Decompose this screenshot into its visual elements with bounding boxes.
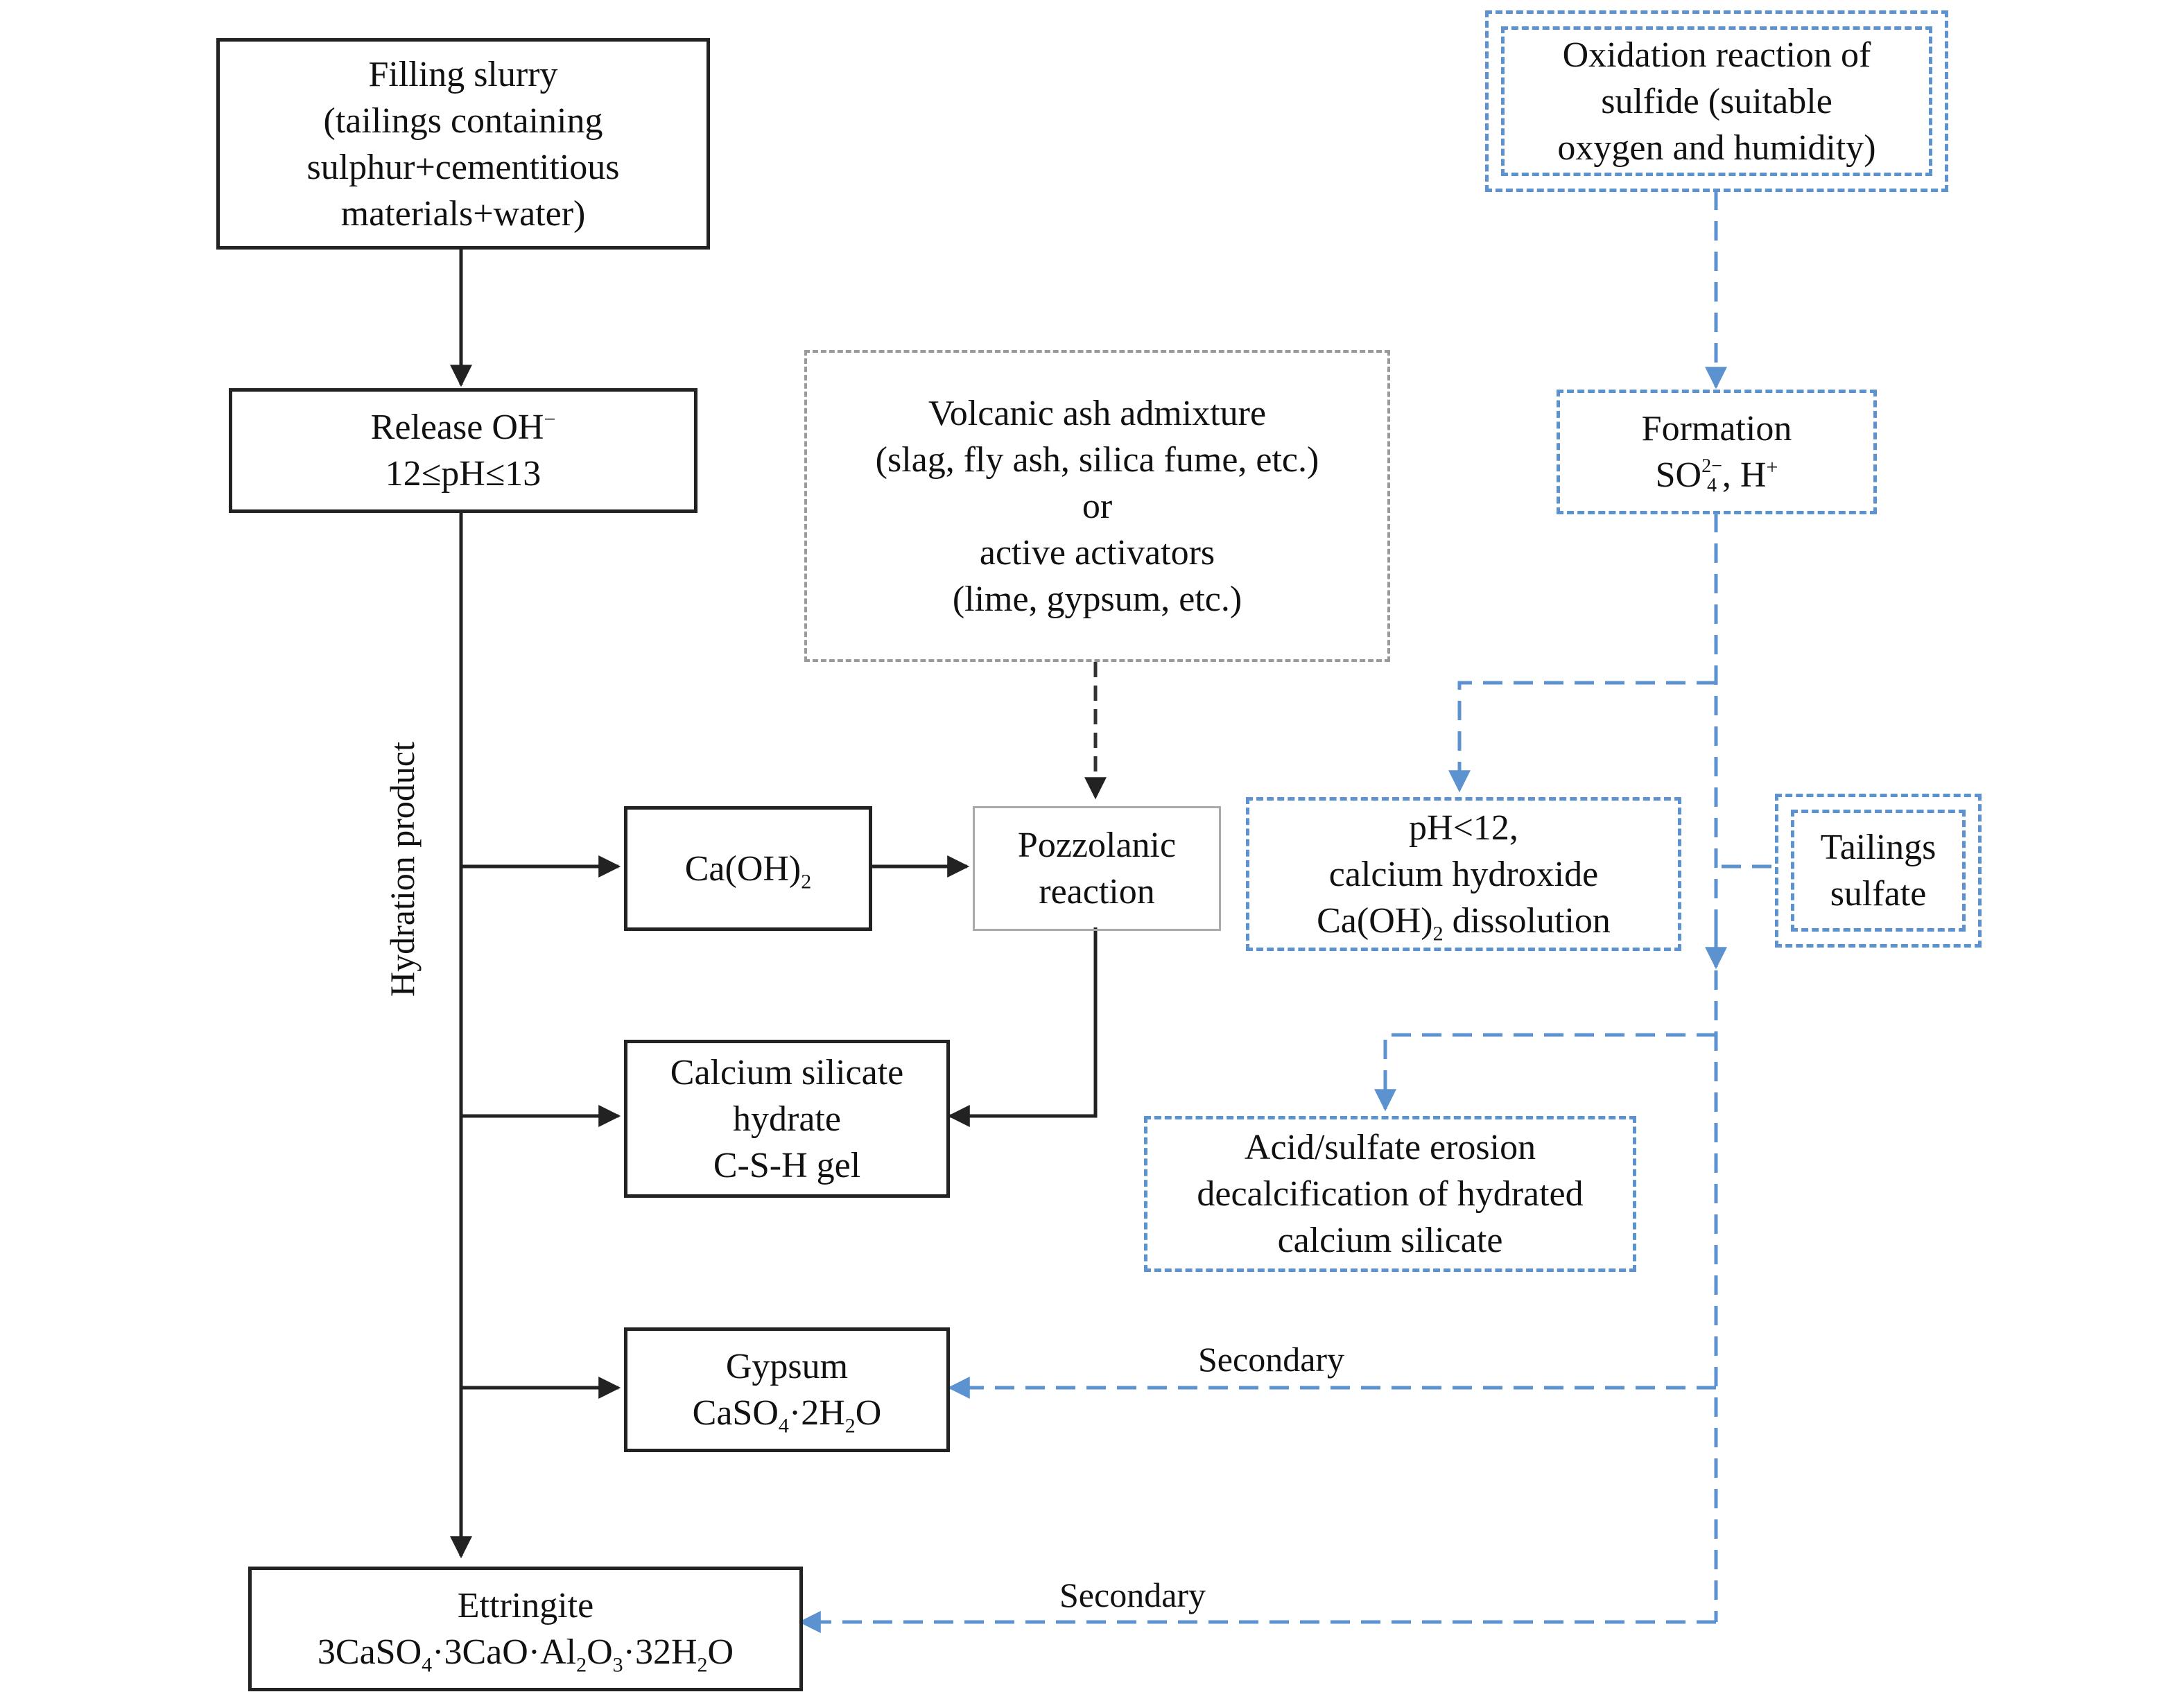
formation-line-1: Formation: [1641, 409, 1792, 448]
ph-less-line-3: Ca(OH)2 dissolution: [1317, 900, 1611, 945]
ph-less-line-1: pH<12,: [1409, 808, 1518, 848]
tailings-sulfate-box: Tailings sulfate: [1775, 794, 1982, 948]
csh-line-2: hydrate: [733, 1099, 841, 1139]
arrow-pozzolanic-to-csh: [947, 927, 1098, 1127]
pozzolanic-line-2: reaction: [1039, 872, 1155, 912]
oxidation-box: Oxidation reaction of sulfide (suitable …: [1485, 10, 1948, 192]
tailings-sulfate-inner-border: [1791, 810, 1966, 932]
csh-line-3: C-S-H gel: [713, 1145, 861, 1185]
volcanic-ash-line-4: active activators: [979, 532, 1215, 573]
oxidation-line-1: Oxidation reaction of: [1562, 35, 1871, 75]
oxidation-inner-border: [1501, 26, 1932, 176]
ettringite-formula: 3CaSO4·3CaO·Al2O3·32H2O: [317, 1632, 734, 1677]
filling-slurry-line-2: (tailings containing: [323, 101, 603, 141]
volcanic-ash-line-5: (lime, gypsum, etc.): [952, 579, 1242, 619]
volcanic-ash-line-2: (slag, fly ash, silica fume, etc.): [875, 439, 1319, 480]
volcanic-ash-line-1: Volcanic ash admixture: [928, 393, 1267, 433]
volcanic-ash-box: Volcanic ash admixture (slag, fly ash, s…: [804, 350, 1390, 662]
pozzolanic-box: Pozzolanic reaction: [973, 806, 1221, 931]
ph-less-box: pH<12, calcium hydroxide Ca(OH)2 dissolu…: [1246, 797, 1681, 951]
tailings-sulfate-line-1: Tailings: [1820, 828, 1936, 867]
gypsum-formula: CaSO4·2H2O: [692, 1393, 882, 1438]
csh-line-1: Calcium silicate: [670, 1052, 904, 1092]
pozzolanic-line-1: Pozzolanic: [1017, 826, 1177, 865]
hydration-product-label: Hydration product: [383, 742, 422, 997]
acid-erosion-line-2: decalcification of hydrated: [1197, 1174, 1584, 1214]
gypsum-box: Gypsum CaSO4·2H2O: [624, 1327, 950, 1452]
filling-slurry-line-1: Filling slurry: [368, 54, 558, 94]
release-oh-line-2: 12≤pH≤13: [385, 454, 541, 494]
filling-slurry-line-3: sulphur+cementitious: [306, 147, 620, 187]
filling-slurry-line-4: materials+water): [340, 193, 586, 234]
release-oh-box: Release OH− 12≤pH≤13: [229, 388, 697, 513]
arrow-trunk-to-ph: [1448, 681, 1716, 793]
acid-erosion-box: Acid/sulfate erosion decalcification of …: [1144, 1116, 1636, 1272]
ph-less-line-2: calcium hydroxide: [1328, 854, 1599, 894]
oxidation-line-3: oxygen and humidity): [1557, 128, 1876, 168]
gypsum-line-1: Gypsum: [725, 1347, 849, 1386]
caoh2-label: Ca(OH)2: [684, 848, 812, 893]
release-oh-line-1: Release OH−: [370, 408, 556, 447]
csh-box: Calcium silicate hydrate C-S-H gel: [624, 1040, 950, 1198]
ettringite-line-1: Ettringite: [457, 1586, 594, 1625]
filling-slurry-box: Filling slurry (tailings containing sulp…: [216, 38, 710, 250]
secondary-gypsum-label: Secondary: [1198, 1340, 1345, 1379]
arrow-trunk-to-acid: [1374, 1033, 1716, 1112]
tailings-sulfate-line-2: sulfate: [1830, 874, 1927, 914]
secondary-ettringite-label: Secondary: [1059, 1576, 1206, 1614]
volcanic-ash-line-3: or: [1082, 486, 1113, 526]
ettringite-box: Ettringite 3CaSO4·3CaO·Al2O3·32H2O: [248, 1567, 803, 1691]
oxidation-line-2: sulfide (suitable: [1601, 81, 1832, 121]
acid-erosion-line-1: Acid/sulfate erosion: [1244, 1128, 1536, 1167]
acid-erosion-line-3: calcium silicate: [1277, 1221, 1503, 1260]
caoh2-box: Ca(OH)2: [624, 806, 872, 931]
